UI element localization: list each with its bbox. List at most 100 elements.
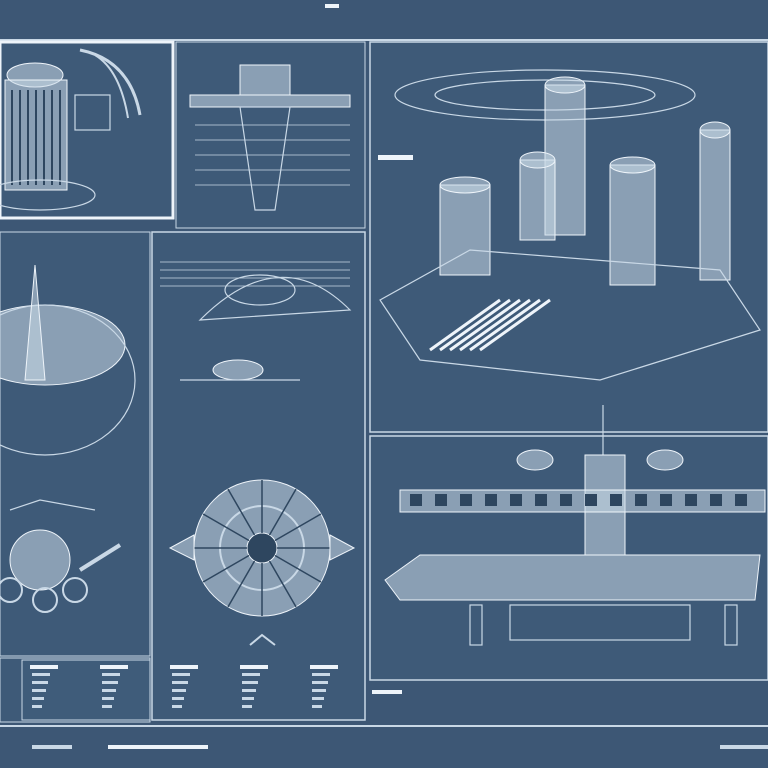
complex-tower-cap [609,156,656,174]
saucer-ring [0,304,136,456]
machine-wheel [32,587,58,613]
complex-tower-cap [544,76,586,94]
ship-strut [724,604,738,646]
ship-dome [516,449,554,471]
note-line-bar [102,689,116,692]
deck-window [410,494,422,506]
deck-window [535,494,547,506]
note-line-bar [102,697,114,700]
note-line-bar [242,681,258,684]
wheel-spoke [268,488,297,536]
platform-deck [189,94,351,108]
note-line-bar [172,673,190,676]
note-line-bar [102,705,112,708]
complex-tower [439,184,491,276]
chevron-mark [249,633,276,646]
note-heading-bar [30,665,58,669]
blueprint-drawings [0,4,768,749]
note-line-bar [172,697,184,700]
label-bar [378,155,413,160]
note-line-bar [312,689,326,692]
note-line-bar [312,705,322,708]
deck-window [660,494,672,506]
footer-bar [32,745,72,749]
wheel-spoke [274,554,322,583]
note-line-bar [32,681,48,684]
header-mark [325,4,339,8]
note-line-bar [32,673,50,676]
deck-window [685,494,697,506]
deck-window [610,494,622,506]
stair-stripe [469,298,541,352]
wheel-spoke [202,513,250,542]
note-line-bar [172,689,186,692]
platform-stem [239,106,291,211]
complex-tower-cap [519,151,556,169]
note-line-bar [32,705,42,708]
complex-tower [699,129,731,281]
machine-arm [78,543,122,572]
ship-keel [509,604,691,641]
note-heading-bar [170,665,198,669]
complex-tower [519,159,556,241]
note-line-bar [242,689,256,692]
deck-window [435,494,447,506]
note-line-bar [312,697,324,700]
wheel-spoke [202,554,250,583]
wheel-fin [168,534,356,561]
wheel-spoke [268,560,297,608]
note-line-bar [242,705,252,708]
stair-stripe [459,298,531,352]
complex-base [379,249,761,381]
wheel-spoke [274,513,322,542]
machine-wheel [0,577,23,603]
wheel-hub [246,532,278,564]
footer-bar [720,745,768,749]
note-line-bar [242,697,254,700]
curve-rail [94,54,129,119]
footer-bar [372,690,402,694]
wheel-spoke [227,488,256,536]
saucer-spire [24,264,46,381]
complex-tower-cap [699,121,731,139]
machine-wheel [62,577,88,603]
deck-window [485,494,497,506]
deck-window [710,494,722,506]
note-line-bar [312,681,328,684]
craft-outline [198,276,352,321]
deck-window [460,494,472,506]
stair-stripe [439,298,511,352]
complex-tower-cap [439,176,491,194]
ship-hull [384,554,761,601]
note-line-bar [172,705,182,708]
tower-annex [74,94,111,131]
panel-frames [0,39,768,727]
stair-stripe [429,298,501,352]
machine-arm [9,499,96,511]
deck-window [560,494,572,506]
note-line-bar [242,673,260,676]
stair-stripe [479,298,551,352]
tower-base [0,179,96,211]
note-line-bar [312,673,330,676]
stair-stripe [449,298,521,352]
wheel-spoke [227,560,256,608]
ship-dome [646,449,684,471]
footer-bar [108,745,208,749]
note-line-bar [32,689,46,692]
ship-strut [469,604,483,646]
deck-window [635,494,647,506]
curve-rail [79,48,142,116]
craft-hull [224,274,296,306]
note-line-bar [32,697,44,700]
note-line-bar [102,681,118,684]
note-line-bar [102,673,120,676]
pod [212,359,264,381]
deck-window [735,494,747,506]
note-heading-bar [240,665,268,669]
note-heading-bar [310,665,338,669]
deck-window [585,494,597,506]
deck-window [510,494,522,506]
platform-top [239,64,291,96]
